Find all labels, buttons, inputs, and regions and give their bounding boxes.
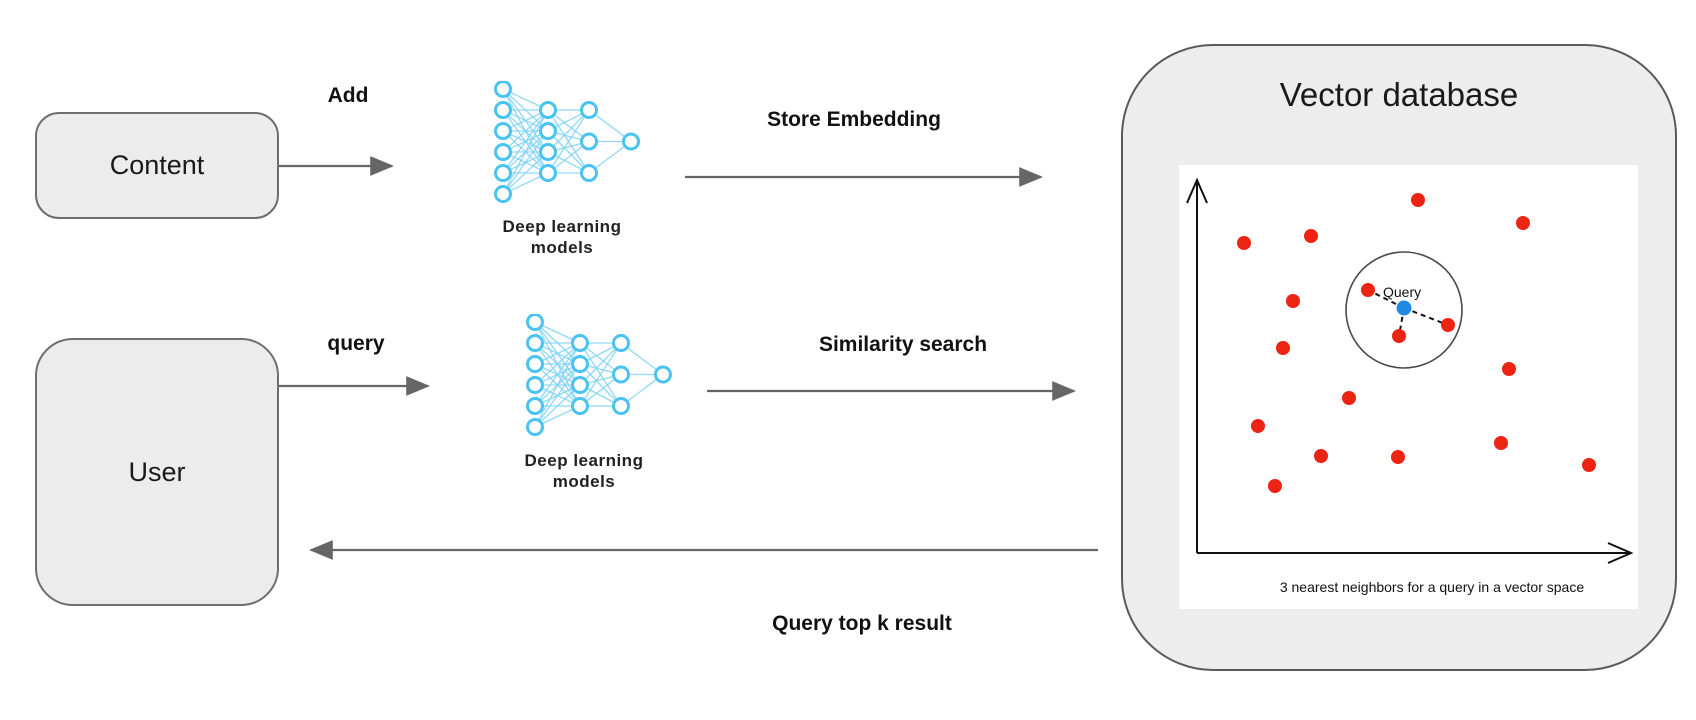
query-label: query [327, 332, 385, 355]
similarity-search-label: Similarity search [818, 333, 988, 356]
content-box-label: Content [109, 150, 205, 180]
vector-point [1502, 362, 1516, 376]
nearest-neighbor-point [1441, 318, 1455, 332]
nn-node [580, 101, 598, 119]
neighborhood-circle [1345, 251, 1463, 369]
deep-learning-caption-top: Deep learning models [502, 217, 622, 257]
nn-node [612, 397, 630, 415]
vector-space-plot: Query 3 nearest neighbors for a query in… [1179, 165, 1638, 609]
nn-node [654, 365, 672, 384]
neural-network-icon [494, 81, 640, 203]
vector-point [1494, 436, 1508, 450]
deep-learning-model-bottom [523, 314, 673, 436]
nn-node [580, 164, 598, 182]
vector-point [1582, 458, 1596, 472]
nn-edge [502, 130, 549, 195]
vector-point [1237, 236, 1251, 250]
nn-node [526, 376, 544, 394]
nn-edge [502, 109, 549, 174]
nn-node [580, 132, 598, 151]
nn-node [612, 334, 630, 352]
nn-node [612, 365, 630, 384]
user-box-label: User [128, 456, 186, 487]
nn-edge [502, 151, 549, 195]
nn-edge [534, 342, 581, 428]
nn-node [571, 355, 589, 373]
nn-node [494, 185, 512, 203]
nn-node [526, 314, 544, 331]
nn-edge [547, 109, 590, 174]
nn-node [539, 143, 557, 161]
nn-node [494, 143, 512, 161]
nn-node [526, 355, 544, 373]
vector-point [1391, 450, 1405, 464]
scatter-caption: 3 nearest neighbors for a query in a vec… [1280, 579, 1585, 595]
nn-node [494, 164, 512, 182]
query-point [1396, 300, 1412, 316]
nearest-neighbor-link [1403, 307, 1449, 326]
nearest-neighbor-point [1361, 283, 1375, 297]
vector-point [1304, 229, 1318, 243]
deep-learning-caption-bottom: Deep learning models [524, 451, 644, 491]
query-point-label: Query [1383, 284, 1421, 300]
vector-database-title: Vector database [1279, 76, 1519, 113]
nn-edge [534, 342, 581, 407]
nn-edge [534, 363, 581, 428]
add-label: Add [327, 84, 369, 107]
vector-point [1411, 193, 1425, 207]
nn-node [539, 122, 557, 140]
nn-node [622, 132, 640, 151]
vector-point [1286, 294, 1300, 308]
nn-edge [534, 342, 581, 386]
vector-point [1314, 449, 1328, 463]
x-axis-arrowhead-icon [1607, 542, 1634, 564]
y-axis-arrowhead-icon [1186, 177, 1208, 204]
nn-node [571, 376, 589, 394]
store-embedding-label: Store Embedding [767, 108, 941, 131]
nn-node [526, 334, 544, 352]
vector-point [1276, 341, 1290, 355]
nn-node [539, 101, 557, 119]
vector-database-container: Vector database Query 3 nearest neighbor… [1121, 44, 1677, 671]
nn-node [526, 418, 544, 436]
vector-point [1342, 391, 1356, 405]
query-top-k-label: Query top k result [772, 612, 952, 635]
nn-node [494, 81, 512, 98]
nn-edge [547, 130, 590, 174]
nn-node [571, 397, 589, 415]
nn-node [539, 164, 557, 182]
scatter-points [1237, 193, 1596, 493]
nn-edge [579, 363, 622, 407]
nearest-neighbor-scatter: Query 3 nearest neighbors for a query in… [1186, 177, 1634, 595]
nearest-neighbor-link [1367, 289, 1405, 309]
nn-node [494, 101, 512, 119]
nn-edge [502, 109, 549, 195]
nearest-neighbor-point [1392, 329, 1406, 343]
vector-point [1268, 479, 1282, 493]
deep-learning-model-top [491, 81, 641, 203]
user-box: User [35, 338, 279, 606]
vector-point [1251, 419, 1265, 433]
nn-node [526, 397, 544, 415]
vector-point [1516, 216, 1530, 230]
nn-edge [579, 342, 622, 386]
nn-edge [547, 109, 590, 153]
nn-edge [579, 342, 622, 407]
nn-edge [502, 109, 549, 153]
nn-node [571, 334, 589, 352]
nn-node [494, 122, 512, 140]
neural-network-icon [526, 314, 672, 436]
nn-edge [534, 384, 581, 428]
content-box: Content [35, 112, 279, 219]
